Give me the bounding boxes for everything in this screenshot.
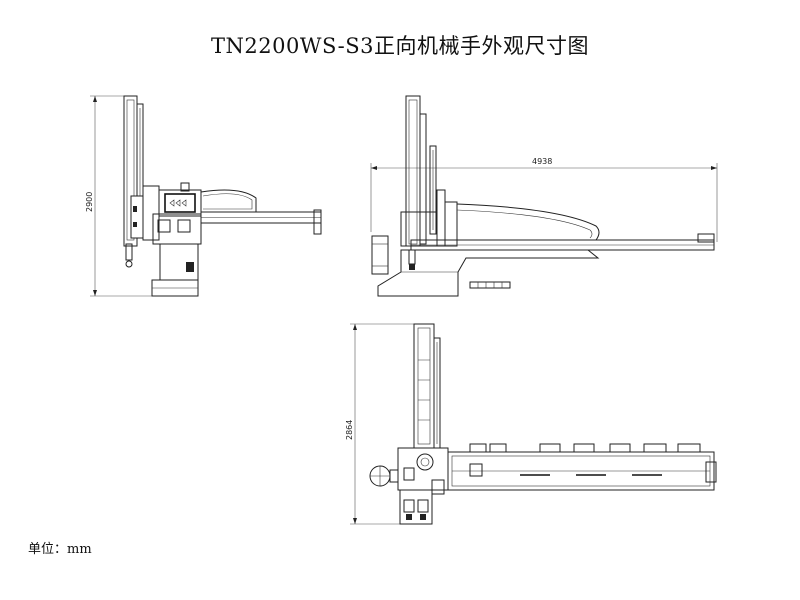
side-height-dim: 2900 [85, 192, 94, 212]
side-view: 2900 [85, 95, 322, 297]
front-view: 4938 [370, 95, 718, 297]
top-view: 2864 [345, 323, 717, 525]
front-width-dim: 4938 [532, 157, 552, 166]
page-title: TN2200WS-S3正向机械手外观尺寸图 [211, 34, 589, 58]
top-height-dim: 2864 [345, 420, 354, 440]
unit-label: 单位：mm [28, 542, 92, 557]
